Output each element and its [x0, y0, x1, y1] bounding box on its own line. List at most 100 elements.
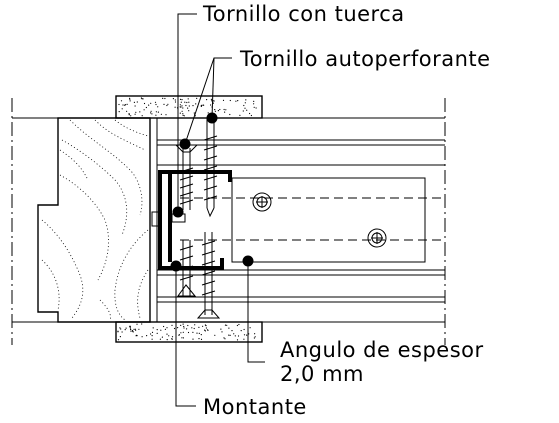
stipple-dot	[163, 325, 165, 328]
stipple-dot	[151, 338, 153, 340]
screw-bottom-left	[177, 240, 197, 297]
stipple-dot	[124, 329, 126, 331]
stipple-dot	[154, 101, 157, 103]
stipple-dot	[120, 328, 122, 330]
stipple-dot	[254, 333, 256, 335]
stipple-dot	[143, 102, 146, 105]
stipple-dot	[180, 332, 182, 334]
stipple-dot	[211, 100, 213, 102]
stipple-dot	[121, 331, 123, 333]
stipple-dot	[249, 112, 251, 115]
stipple-dot	[155, 103, 157, 106]
stipple-dot	[136, 334, 138, 336]
stipple-dot	[204, 329, 206, 331]
stipple-dot	[225, 109, 227, 111]
top-infill-block	[115, 95, 263, 119]
stipple-dot	[193, 327, 195, 330]
stipple-dot	[164, 97, 166, 100]
stipple-dot	[179, 106, 181, 108]
leader-lines	[175, 13, 265, 407]
stipple-dot	[253, 106, 255, 108]
stipple-dot	[207, 329, 209, 331]
screw-top-right	[203, 118, 218, 218]
stipple-dot	[135, 329, 137, 331]
stipple-dot	[243, 334, 246, 336]
stipple-dot	[173, 327, 176, 330]
horizontal-layer-lines	[156, 98, 446, 345]
stipple-dot	[152, 327, 154, 329]
stipple-dot	[124, 104, 126, 106]
screw-top-left	[174, 144, 199, 210]
stipple-dot	[191, 327, 193, 329]
stipple-dot	[202, 104, 204, 106]
stipple-dot	[145, 106, 147, 109]
stipple-dot	[178, 334, 180, 336]
stipple-dot	[117, 339, 120, 341]
stipple-dot	[236, 324, 238, 327]
stipple-dot	[119, 336, 121, 338]
stipple-dot	[255, 107, 257, 109]
stipple-dot	[240, 330, 242, 332]
stipple-dot	[214, 109, 216, 111]
stipple-dot	[167, 103, 169, 105]
stipple-dot	[181, 110, 183, 112]
stipple-dot	[229, 334, 231, 336]
bolt-heads	[252, 192, 387, 248]
stipple-dot	[146, 335, 148, 337]
stipple-dot	[185, 104, 187, 107]
stipple-dot	[182, 113, 184, 115]
stipple-dot	[217, 110, 219, 112]
stipple-dot	[166, 333, 168, 335]
stipple-dot	[155, 114, 157, 116]
stipple-dot	[140, 97, 142, 99]
stipple-dot	[134, 328, 136, 330]
stipple-dot	[192, 105, 194, 107]
stipple-dot	[125, 327, 127, 329]
stipple-dot	[210, 98, 212, 100]
stipple-dot	[234, 335, 236, 337]
stipple-dot	[130, 330, 132, 332]
stipple-dot	[195, 103, 197, 105]
stipple-dot	[202, 325, 204, 327]
stipple-dot	[134, 113, 136, 115]
stipple-dot	[183, 327, 185, 329]
stipple-dot	[166, 339, 168, 341]
stipple-dot	[162, 97, 164, 99]
stipple-dot	[174, 106, 176, 108]
screw-bottom-right	[196, 232, 221, 319]
stipple-dot	[157, 106, 159, 108]
stipple-dot	[205, 327, 207, 329]
stipple-dot	[183, 115, 185, 117]
stipple-dot	[164, 328, 166, 330]
stipple-dot	[222, 99, 225, 101]
stipple-dot	[224, 338, 226, 340]
stipple-dot	[132, 330, 134, 332]
stipple-dot	[238, 323, 240, 326]
stipple-dot	[171, 338, 173, 340]
stipple-dot	[213, 100, 215, 102]
stipple-dot	[143, 109, 145, 111]
stipple-dot	[245, 99, 247, 101]
stipple-dot	[239, 114, 241, 116]
stipple-dot	[172, 98, 174, 100]
stipple-dot	[182, 331, 184, 333]
stipple-dot	[220, 328, 222, 330]
stipple-dot	[141, 336, 143, 338]
stipple-dot	[128, 113, 130, 115]
stipple-dot	[177, 327, 179, 329]
stipple-dot	[135, 111, 137, 113]
stipple-dot	[121, 108, 123, 110]
stipple-dot	[156, 332, 158, 334]
stipple-dot	[129, 325, 131, 327]
stipple-dot	[151, 331, 154, 333]
stipple-dot	[212, 102, 214, 104]
stipple-dot	[223, 108, 225, 111]
stipple-dot	[228, 334, 230, 336]
stipple-dot	[236, 339, 239, 341]
stipple-dot	[130, 115, 132, 117]
stipple-dot	[226, 324, 228, 326]
stipple-dot	[214, 334, 216, 336]
stipple-dot	[253, 103, 255, 105]
stipple-dot	[198, 326, 200, 328]
